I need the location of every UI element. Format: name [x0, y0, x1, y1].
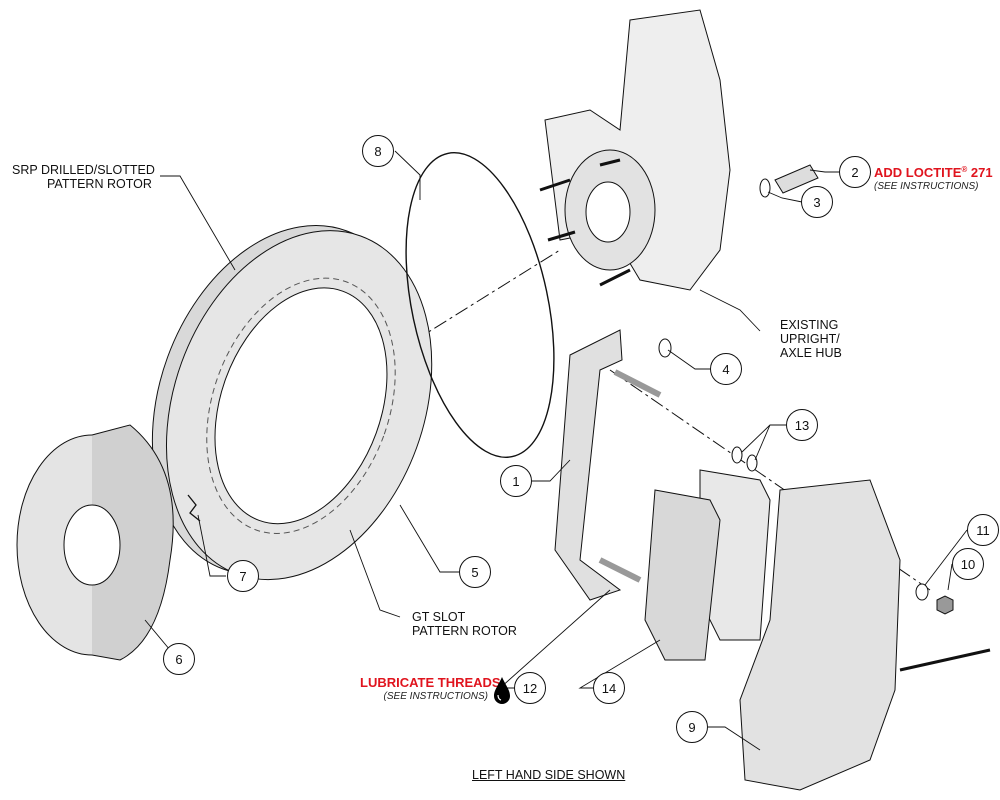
footer-note: LEFT HAND SIDE SHOWN — [472, 768, 626, 782]
gt-rotor-label-line2: PATTERN ROTOR — [412, 624, 517, 638]
bleeder-screw — [936, 595, 954, 615]
upright-label-line1: EXISTING — [780, 318, 839, 332]
lubricate-label: LUBRICATE THREADS (SEE INSTRUCTIONS) — [360, 675, 501, 704]
bleeder-washer — [915, 583, 929, 601]
callout-12: 12 — [514, 672, 546, 704]
upright-label-line3: AXLE HUB — [780, 346, 842, 360]
srp-rotor-label-line2: PATTERN ROTOR — [47, 177, 152, 191]
callout-7: 7 — [227, 560, 259, 592]
washer-13a — [731, 446, 743, 464]
caliper-bolt — [899, 648, 991, 672]
loctite-text: ADD LOCTITE — [874, 165, 962, 181]
callout-11: 11 — [967, 514, 999, 546]
washer — [759, 178, 771, 198]
callout-13: 13 — [786, 409, 818, 441]
caliper-bracket — [554, 329, 623, 601]
snap-ring — [405, 152, 555, 458]
upright-label: EXISTING UPRIGHT/ AXLE HUB — [780, 318, 842, 360]
gt-rotor-label: GT SLOT PATTERN ROTOR — [412, 610, 517, 638]
rotor — [151, 225, 433, 581]
callout-6: 6 — [163, 643, 195, 675]
gt-rotor-label-line1: GT SLOT — [412, 610, 466, 624]
rotor-hat — [16, 424, 174, 661]
callout-4: 4 — [710, 353, 742, 385]
upright-label-line2: UPRIGHT/ — [780, 332, 840, 346]
lubricate-note: (SEE INSTRUCTIONS) — [383, 691, 488, 702]
lubricate-text: LUBRICATE THREADS — [360, 675, 501, 690]
callout-2: 2 — [839, 156, 871, 188]
callout-1: 1 — [500, 465, 532, 497]
washer-4 — [658, 338, 672, 358]
loctite-label: ADD LOCTITE® 271 (SEE INSTRUCTIONS) — [874, 163, 993, 194]
callout-14: 14 — [593, 672, 625, 704]
brake-pad-outer — [644, 489, 721, 661]
callout-9: 9 — [676, 711, 708, 743]
callout-5: 5 — [459, 556, 491, 588]
leader-lines — [144, 150, 968, 751]
srp-rotor-label-line1: SRP DRILLED/SLOTTED — [12, 163, 155, 177]
washer-13b — [746, 454, 758, 472]
bolt-centerline — [609, 369, 931, 591]
caliper — [739, 479, 901, 791]
srp-rotor-label: SRP DRILLED/SLOTTED PATTERN ROTOR — [12, 163, 155, 191]
callout-8: 8 — [362, 135, 394, 167]
upright-hub — [539, 9, 731, 291]
bolt — [774, 164, 819, 194]
callout-10: 10 — [952, 548, 984, 580]
loctite-note: (SEE INSTRUCTIONS) — [874, 181, 979, 193]
spring-clip — [187, 494, 201, 522]
bracket-stud — [598, 369, 662, 583]
axis-centerline — [94, 249, 561, 541]
callout-3: 3 — [801, 186, 833, 218]
registered-mark: ® — [961, 165, 968, 174]
loctite-number: 271 — [967, 165, 993, 181]
oil-drop-icon — [494, 677, 510, 704]
